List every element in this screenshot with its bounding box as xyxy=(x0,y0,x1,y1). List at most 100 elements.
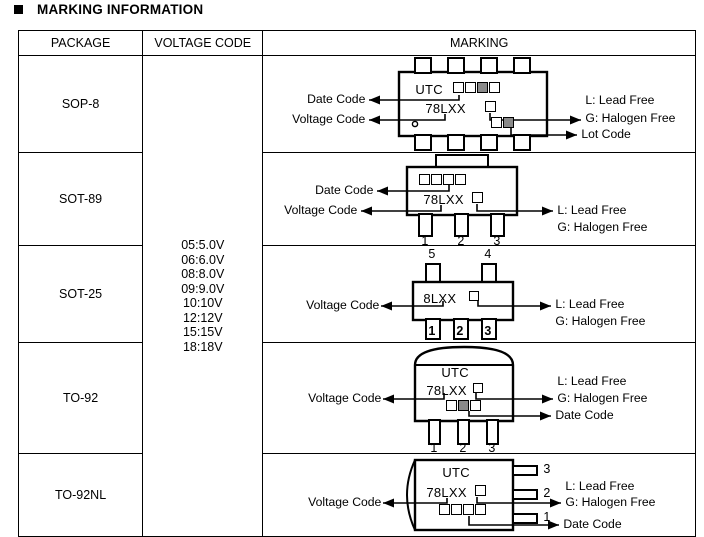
voltage-code-item: 06:6.0V xyxy=(181,252,225,267)
pin-number-4: 4 xyxy=(484,247,492,261)
label-halogen-free: G: Halogen Free xyxy=(557,391,648,405)
lead-number-3: 3 xyxy=(543,462,551,476)
package-name-sot-25: SOT-25 xyxy=(17,245,144,343)
column-header-voltage-code: VOLTAGE CODE xyxy=(142,30,264,56)
marking-text-part-number: 78LXX xyxy=(426,485,467,500)
pin-number-2: 2 xyxy=(457,234,465,248)
package-name-to-92nl: TO-92NL xyxy=(17,453,144,537)
marking-diagram-to-92: UTC 78LXX Voltage Code L: Lead Free G: H… xyxy=(262,342,696,455)
date-code-boxes xyxy=(439,504,487,515)
label-voltage-code: Voltage Code xyxy=(284,203,358,217)
label-date-code: Date Code xyxy=(315,183,374,197)
pin-number-3: 3 xyxy=(493,234,501,248)
voltage-code-item: 08:8.0V xyxy=(181,267,225,281)
table-row-sop-8: SOP-8 05:5.0V 06:6.0V 08:8.0V 09:9.0V 10… xyxy=(17,55,696,537)
lot-code-box xyxy=(491,117,503,128)
pin-number-2: 2 xyxy=(456,324,464,338)
date-code-box xyxy=(458,400,470,411)
date-code-box xyxy=(465,82,477,93)
date-code-box xyxy=(419,174,431,185)
lead-free-box xyxy=(473,383,484,393)
marking-diagram-sop-8: UTC 78LXX Date Code xyxy=(262,55,696,153)
page-title: MARKING INFORMATION xyxy=(37,2,204,17)
lead-number-2: 2 xyxy=(543,486,551,500)
label-voltage-code: Voltage Code xyxy=(292,112,366,126)
column-header-marking: MARKING xyxy=(262,30,696,56)
package-name-sot-89: SOT-89 xyxy=(17,152,144,246)
marking-diagram-to-92nl: UTC 78LXX Voltage Code L: Lead Free G: H… xyxy=(262,453,696,537)
lead-free-box xyxy=(485,101,497,112)
lot-code-box xyxy=(503,117,515,128)
label-date-code: Date Code xyxy=(307,92,366,106)
date-code-box xyxy=(451,504,463,515)
date-code-boxes xyxy=(453,82,501,93)
voltage-code-item: 12:12V xyxy=(182,310,223,325)
date-code-box xyxy=(446,400,458,411)
date-code-box xyxy=(477,82,489,93)
voltage-code-list: 05:5.0V 06:6.0V 08:8.0V 09:9.0V 10:10V 1… xyxy=(143,238,262,354)
marking-information-table: PACKAGE VOLTAGE CODE MARKING SOP-8 05:5.… xyxy=(17,30,696,537)
label-lead-free: L: Lead Free xyxy=(557,203,627,217)
sot-25-package-drawing xyxy=(381,263,552,340)
pin-number-5: 5 xyxy=(428,247,436,261)
date-code-box xyxy=(489,82,501,93)
voltage-code-item: 18:18V xyxy=(182,339,223,354)
voltage-code-item: 09:9.0V xyxy=(181,281,225,296)
date-code-box xyxy=(431,174,443,185)
marking-diagram-sot-25: 8LXX Voltage Code L: Lead Free G: Haloge… xyxy=(262,245,696,343)
marking-text-part-number: 78LXX xyxy=(426,383,467,398)
label-halogen-free: G: Halogen Free xyxy=(555,314,646,328)
lead-free-box xyxy=(472,192,484,203)
voltage-code-cell: 05:5.0V 06:6.0V 08:8.0V 09:9.0V 10:10V 1… xyxy=(142,55,264,537)
marking-text-utc: UTC xyxy=(441,365,469,380)
pin-number-3: 3 xyxy=(484,324,492,338)
date-code-boxes xyxy=(446,400,482,411)
square-bullet-icon xyxy=(14,5,23,14)
pin-number-1: 1 xyxy=(428,324,436,338)
label-date-code: Date Code xyxy=(555,408,614,422)
lead-free-code-box xyxy=(485,101,497,112)
label-lead-free: L: Lead Free xyxy=(585,93,655,107)
table-row-sot-89: SOT-89 xyxy=(17,152,696,248)
label-halogen-free: G: Halogen Free xyxy=(565,495,656,509)
label-voltage-code: Voltage Code xyxy=(308,391,382,405)
lead-free-code-box xyxy=(473,383,484,393)
date-code-box xyxy=(453,82,465,93)
column-header-package: PACKAGE xyxy=(17,30,144,56)
pin-number-3: 3 xyxy=(488,441,496,455)
date-code-boxes xyxy=(419,174,467,185)
lead-free-box xyxy=(469,291,480,301)
pin-number-2: 2 xyxy=(459,441,467,455)
label-lead-free: L: Lead Free xyxy=(557,374,627,388)
label-halogen-free: G: Halogen Free xyxy=(557,220,648,234)
date-code-box xyxy=(455,174,467,185)
voltage-code-item: 15:15V xyxy=(182,325,223,339)
table-row-to-92nl: TO-92NL xyxy=(17,453,696,537)
label-voltage-code: Voltage Code xyxy=(306,298,380,312)
marking-text-part-number: 8LXX xyxy=(423,291,457,306)
to-92-package-drawing xyxy=(383,345,554,445)
date-code-box xyxy=(439,504,451,515)
table-header-row: PACKAGE VOLTAGE CODE MARKING xyxy=(17,30,696,56)
lot-code-boxes xyxy=(491,117,515,128)
voltage-code-item: 10:10V xyxy=(182,296,223,310)
marking-diagram-sot-89: 78LXX Date Code Voltage Code L: Lead Fre… xyxy=(262,152,696,248)
pin-number-1: 1 xyxy=(421,234,429,248)
label-lead-free: L: Lead Free xyxy=(565,479,635,493)
to-92nl-package-drawing xyxy=(383,458,562,532)
marking-text-utc: UTC xyxy=(442,465,470,480)
marking-text-utc: UTC xyxy=(415,82,443,97)
label-lot-code: Lot Code xyxy=(581,127,631,141)
date-code-box xyxy=(443,174,455,185)
lead-free-box xyxy=(475,485,487,496)
date-code-box xyxy=(470,400,482,411)
marking-text-part-number: 78LXX xyxy=(425,101,466,116)
label-lead-free: L: Lead Free xyxy=(555,297,625,311)
table-row-to-92: TO-92 xyxy=(17,342,696,455)
package-name-to-92: TO-92 xyxy=(17,342,144,454)
label-date-code: Date Code xyxy=(563,517,622,531)
table-row-sot-25: SOT-25 xyxy=(17,245,696,343)
lead-free-code-box xyxy=(472,192,484,203)
sot-89-package-drawing xyxy=(361,154,554,237)
lead-number-1: 1 xyxy=(543,510,551,524)
